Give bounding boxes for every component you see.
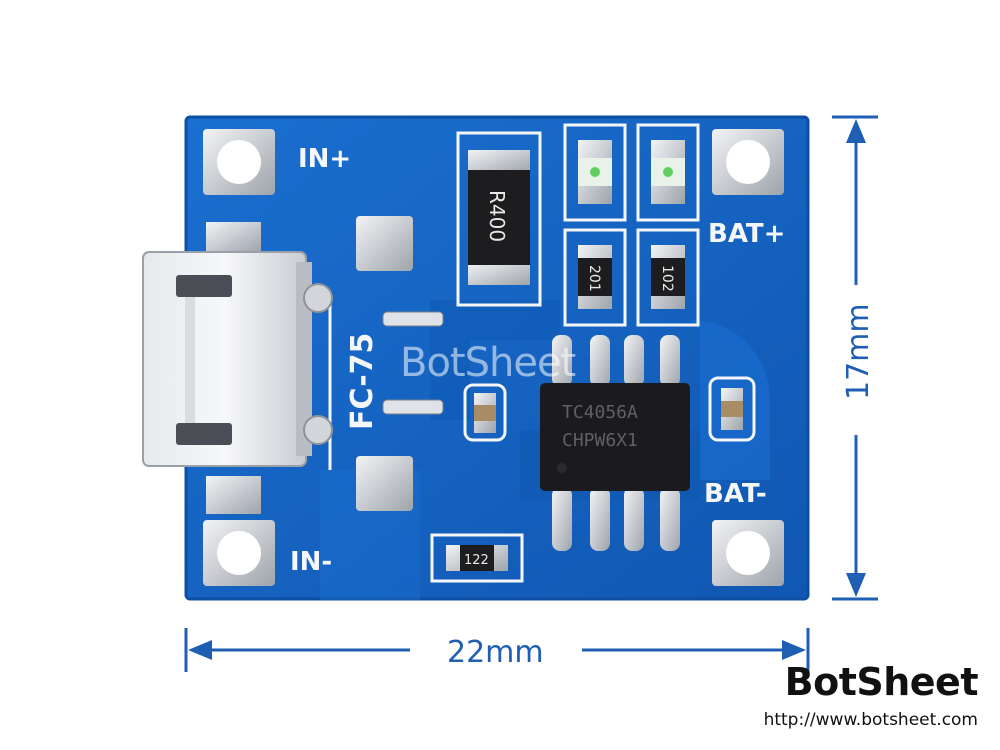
label-in-plus: IN+ xyxy=(298,144,351,174)
smd-pad-lower xyxy=(356,456,413,511)
smd-pad-upper xyxy=(356,216,413,271)
diode-bar-top xyxy=(382,311,444,327)
resistor-main-code: R400 xyxy=(485,190,509,242)
resistor-main: R400 xyxy=(468,150,530,285)
capacitor-right xyxy=(721,388,743,430)
label-fc75: FC-75 xyxy=(345,333,380,430)
brand-logo-text: BotSheet xyxy=(784,660,979,704)
label-bat-minus: BAT- xyxy=(704,479,767,509)
diode-bar-bottom xyxy=(382,399,444,415)
height-dimension xyxy=(832,115,878,601)
resistor-102: 102 xyxy=(651,245,685,309)
width-label: 22mm xyxy=(447,635,544,670)
resistor-201: 201 xyxy=(578,245,612,309)
led-charging xyxy=(578,140,612,204)
mount-pad-top-right xyxy=(712,129,784,195)
watermark-text: BotSheet xyxy=(400,340,576,386)
ic-pins xyxy=(552,335,680,551)
usb-ground-tab-bottom xyxy=(206,476,261,514)
ic-marking-line2: CHPW6X1 xyxy=(562,430,638,451)
silkscreen-outlines xyxy=(328,123,756,583)
resistor-102-code: 102 xyxy=(659,265,675,292)
resistor-122: 122 xyxy=(446,545,508,571)
label-bat-plus: BAT+ xyxy=(708,219,785,249)
micro-usb-connector xyxy=(142,251,333,467)
capacitor-left xyxy=(474,393,496,433)
label-in-minus: IN- xyxy=(290,547,332,577)
mount-pad-bottom-left xyxy=(203,520,275,586)
led-standby xyxy=(651,140,685,204)
mount-pad-bottom-right xyxy=(712,520,784,586)
charger-ic: TC4056A CHPW6X1 xyxy=(540,335,690,551)
ic-marking-line1: TC4056A xyxy=(562,402,638,423)
resistor-201-code: 201 xyxy=(586,265,602,292)
mount-pad-top-left xyxy=(203,129,275,195)
usb-ground-tab-top xyxy=(206,222,261,252)
height-label: 17mm xyxy=(841,303,876,400)
width-dimension xyxy=(184,628,810,672)
resistor-122-code: 122 xyxy=(464,553,489,568)
brand-url: http://www.botsheet.com xyxy=(763,710,978,730)
